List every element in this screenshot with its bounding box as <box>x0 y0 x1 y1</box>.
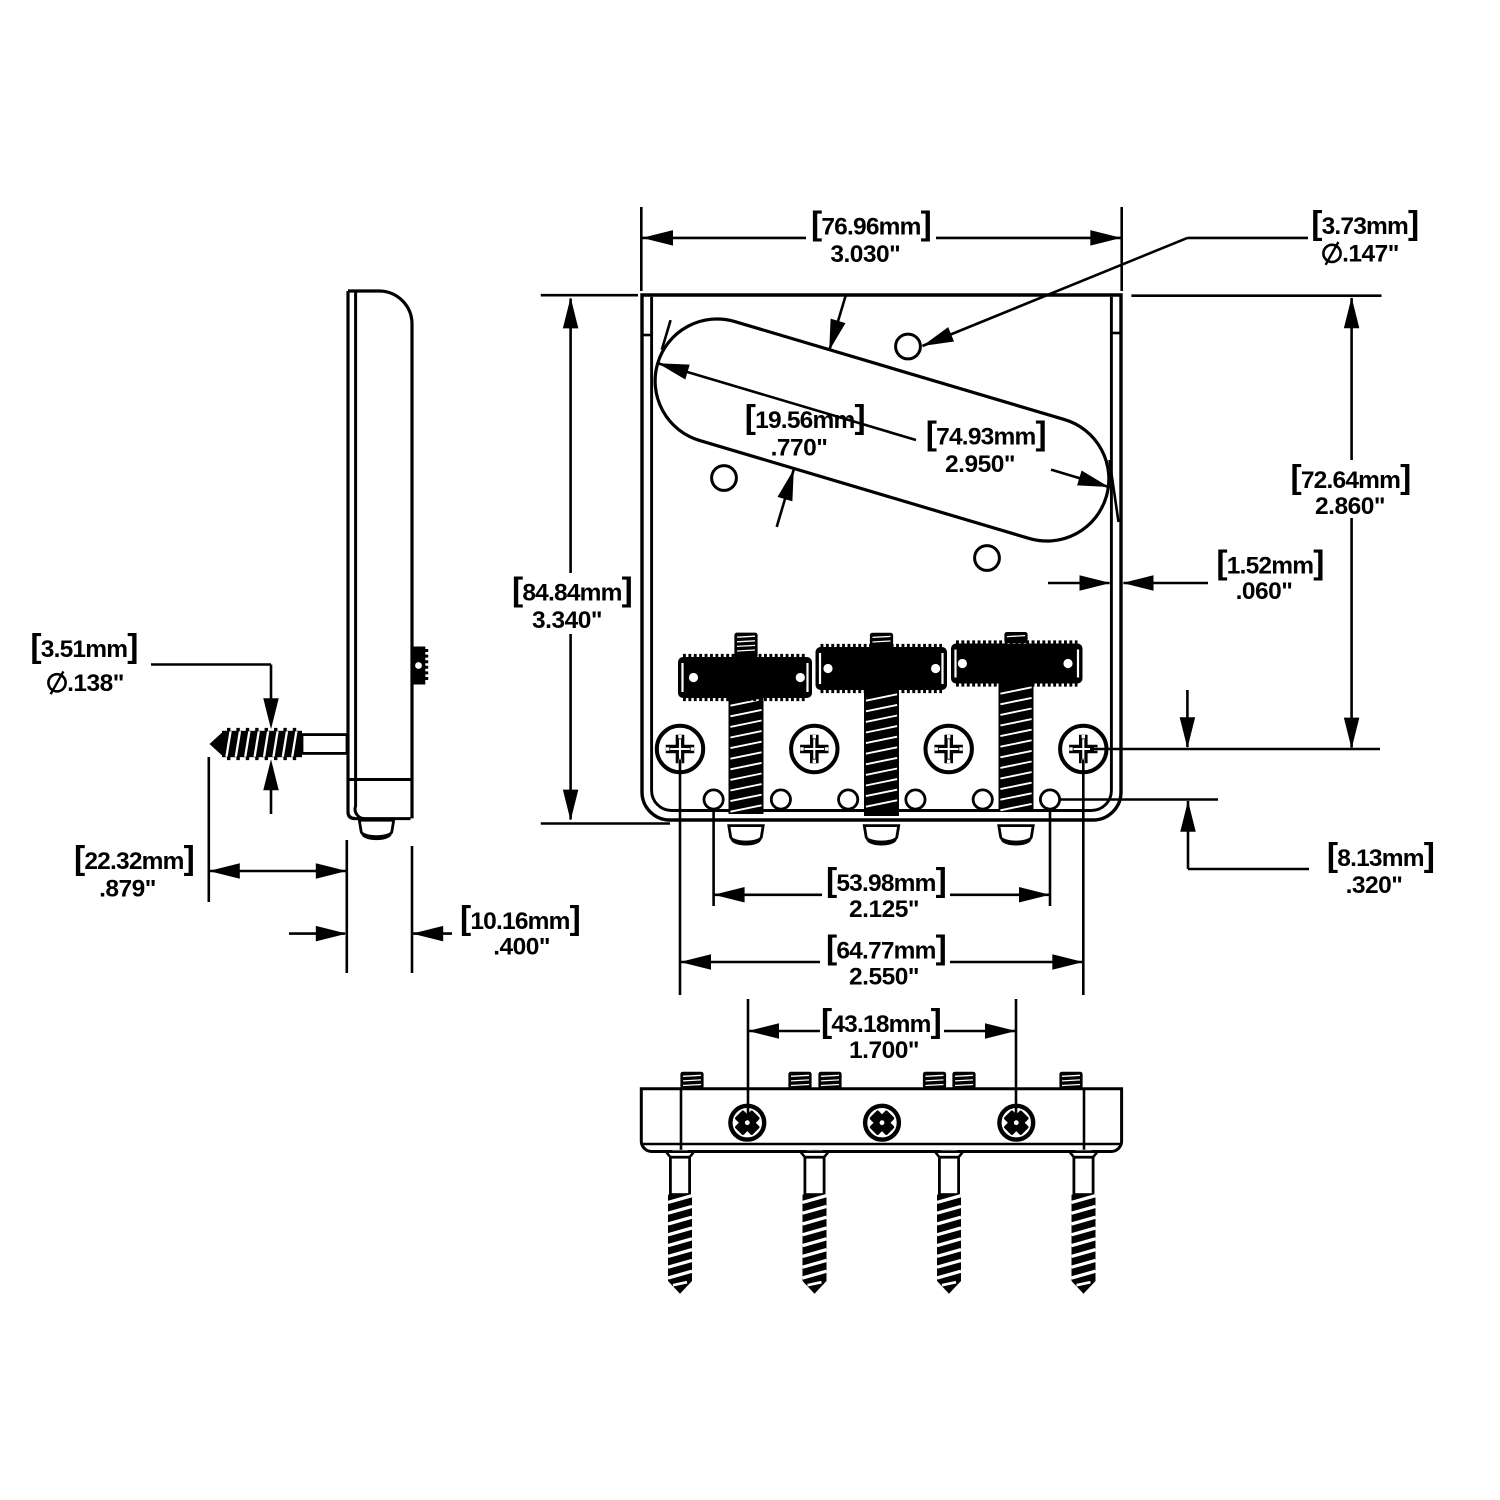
svg-text:2.125": 2.125" <box>849 896 919 923</box>
svg-text:.138": .138" <box>67 670 124 697</box>
svg-text:2.550": 2.550" <box>849 964 919 991</box>
svg-text:[64.77mm]: [64.77mm] <box>826 930 946 967</box>
svg-text:[3.51mm]: [3.51mm] <box>30 628 137 665</box>
svg-text:2.860": 2.860" <box>1315 493 1385 520</box>
svg-text:[19.56mm]: [19.56mm] <box>745 399 865 436</box>
svg-text:[74.93mm]: [74.93mm] <box>926 416 1046 453</box>
svg-text:[1.52mm]: [1.52mm] <box>1216 545 1323 582</box>
svg-text:[8.13mm]: [8.13mm] <box>1327 837 1434 874</box>
svg-text:[72.64mm]: [72.64mm] <box>1291 459 1411 496</box>
svg-text:[3.73mm]: [3.73mm] <box>1311 205 1418 242</box>
svg-text:3.340": 3.340" <box>532 607 602 634</box>
svg-text:[43.18mm]: [43.18mm] <box>821 1003 941 1040</box>
svg-text:.879": .879" <box>99 876 156 903</box>
svg-text:[10.16mm]: [10.16mm] <box>460 900 580 937</box>
svg-text:.400": .400" <box>493 934 550 961</box>
svg-text:.060": .060" <box>1236 578 1293 605</box>
svg-text:[53.98mm]: [53.98mm] <box>826 862 946 899</box>
svg-text:1.700": 1.700" <box>849 1037 919 1064</box>
svg-text:.147": .147" <box>1342 241 1399 268</box>
svg-text:.770": .770" <box>771 435 828 462</box>
svg-text:[22.32mm]: [22.32mm] <box>74 840 194 877</box>
svg-text:.320": .320" <box>1346 872 1403 899</box>
svg-text:2.950": 2.950" <box>945 451 1015 478</box>
svg-text:3.030": 3.030" <box>830 241 900 268</box>
svg-text:[76.96mm]: [76.96mm] <box>811 206 931 243</box>
svg-text:[84.84mm]: [84.84mm] <box>512 572 632 609</box>
